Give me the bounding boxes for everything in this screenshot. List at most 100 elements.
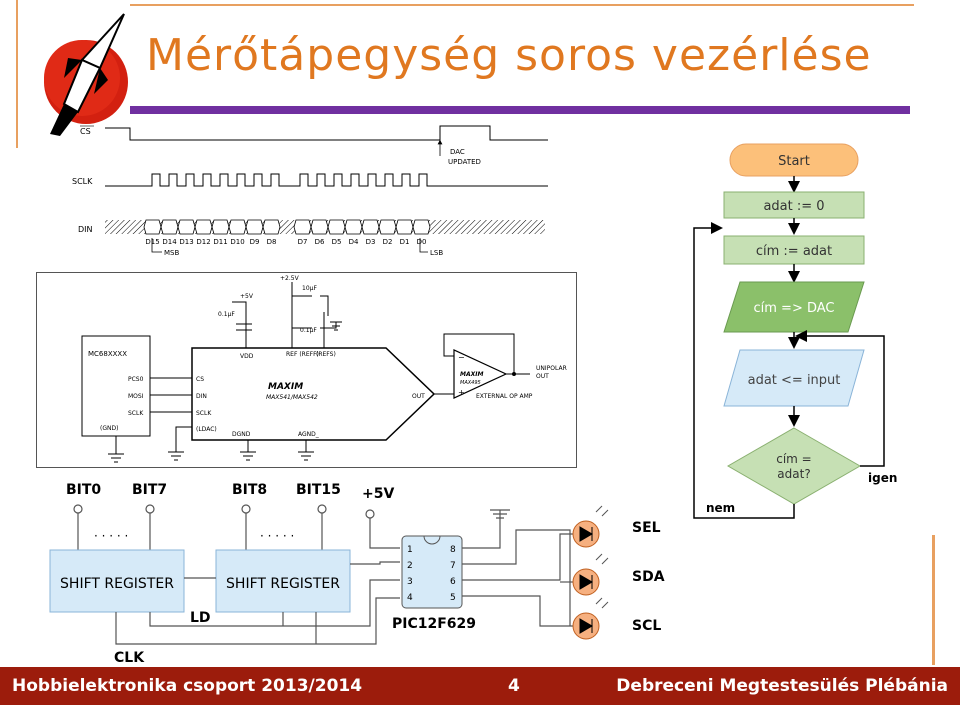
- din-label: DIN: [78, 225, 93, 234]
- din-high-cell-3: [194, 219, 213, 235]
- pic-pin-7: 7: [450, 561, 456, 571]
- mcu-pin-sclk: SCLK: [128, 410, 144, 417]
- din-high-bit-label-6: D9: [250, 238, 260, 246]
- din-high-bit-label-7: D8: [267, 238, 277, 246]
- decision-line2: adat?: [777, 467, 810, 481]
- right-orange-rule: [932, 535, 935, 665]
- cap1-label: 0.1µF: [218, 311, 235, 318]
- led-sda: [572, 568, 600, 596]
- sda-label: SDA: [632, 569, 665, 585]
- decision-cim-adat: [726, 427, 862, 505]
- dac-body: [191, 347, 436, 441]
- dots-2: · · · · ·: [260, 529, 294, 543]
- page-number: 4: [508, 676, 520, 696]
- din-high-cell-7: [262, 219, 281, 235]
- din-high-cell-5: [228, 219, 247, 235]
- din-low-bit-label-6: D1: [400, 238, 410, 246]
- plus25-label: +2.5V: [280, 275, 300, 282]
- pic-pin-1: 1: [407, 545, 413, 555]
- led-sel: [572, 520, 600, 548]
- shift-register-2-label: SHIFT REGISTER: [226, 576, 340, 592]
- dots-1: · · · · ·: [94, 529, 128, 543]
- cap3-label: 0.1µF: [300, 327, 317, 334]
- din-low-bit-label-7: D0: [417, 238, 427, 246]
- mcu-pin-mosi: MOSI: [128, 393, 144, 400]
- din-high-cell-4: [211, 219, 230, 235]
- left-orange-rule: [16, 0, 18, 148]
- ref-label: REF (REFF): [286, 351, 319, 358]
- pic-pin-2: 2: [407, 561, 413, 571]
- din-high-bit-label-1: D14: [162, 238, 177, 246]
- mcu-label: MC68XXXX: [88, 350, 127, 358]
- shift-register-1-label: SHIFT REGISTER: [60, 576, 174, 592]
- dac-pin-cs: CS: [196, 376, 204, 383]
- din-low-cell-5: [378, 219, 397, 235]
- led-scl: [572, 612, 600, 640]
- pic-pin-3: 3: [407, 577, 413, 587]
- opamp-part: MAX495: [460, 380, 481, 386]
- plus5v-label: +5V: [362, 486, 394, 502]
- bit15-label: BIT15: [296, 482, 341, 498]
- no-label: nem: [706, 501, 735, 515]
- din-low-bit-label-0: D7: [298, 238, 308, 246]
- step-cim-adat-label: cím := adat: [756, 244, 832, 259]
- pic-pin-4: 4: [407, 593, 413, 603]
- clk-label: CLK: [114, 650, 145, 666]
- din-low-cell-3: [344, 219, 363, 235]
- rocket-logo: [44, 13, 128, 136]
- ld-label: LD: [190, 610, 211, 626]
- din-low-bit-label-4: D3: [366, 238, 376, 246]
- decision-line1: cím =: [776, 452, 812, 466]
- din-low-bit-label-3: D4: [349, 238, 359, 246]
- din-low-bit-label-5: D2: [383, 238, 393, 246]
- pic-chip: [401, 535, 463, 609]
- din-low-cell-2: [327, 219, 346, 235]
- din-high-bit-label-2: D13: [179, 238, 193, 246]
- lsb-label: LSB: [430, 249, 443, 257]
- step-adat-zero-label: adat := 0: [763, 199, 824, 214]
- scl-label: SCL: [632, 618, 661, 634]
- shift-register-circuit: BIT0 BIT7 BIT8 BIT15 +5V · · · · · · · ·…: [49, 482, 665, 666]
- top-orange-rule: [130, 4, 914, 6]
- shift-register-1: [49, 549, 185, 613]
- start-label: Start: [778, 154, 810, 169]
- bit7-label: BIT7: [132, 482, 167, 498]
- io-cim-dac-label: cím => DAC: [754, 301, 835, 316]
- slide-title: Mérőtápegység soros vezérlése: [146, 30, 872, 81]
- external-opamp-label: EXTERNAL OP AMP: [476, 393, 533, 400]
- cs-label: CS: [80, 127, 91, 136]
- cap2-label: 10µF: [302, 285, 317, 292]
- sclk-label: SCLK: [72, 177, 93, 186]
- svg-text:−: −: [458, 353, 465, 362]
- dac-pin-din: DIN: [196, 393, 207, 400]
- dac-label: DAC: [450, 148, 465, 156]
- flowchart: Start adat := 0 cím := adat cím => DAC a…: [693, 143, 897, 519]
- refs-label: (REFS): [316, 351, 336, 358]
- mcu-pin-gnd: (GND): [100, 425, 118, 432]
- bit0-label: BIT0: [66, 482, 101, 498]
- msb-label: MSB: [164, 249, 179, 257]
- pic-pin-6: 6: [450, 577, 456, 587]
- dac-schematic: MC68XXXX PCS0 MOSI SCLK (GND) CS DIN SCL…: [36, 272, 577, 468]
- bit8-label: BIT8: [232, 482, 267, 498]
- din-high-cell-0: [143, 219, 162, 235]
- din-high-cell-1: [160, 219, 179, 235]
- vdd-label: VDD: [240, 353, 254, 360]
- din-high-cell-2: [177, 219, 196, 235]
- pic-label: PIC12F629: [392, 616, 476, 632]
- pic-pin-5: 5: [450, 593, 456, 603]
- svg-text:+: +: [458, 388, 465, 397]
- footer-bar: Hobbielektronika csoport 2013/2014 4 Deb…: [0, 667, 960, 705]
- io-cim-dac: [723, 281, 865, 333]
- din-low-bit-label-1: D6: [315, 238, 325, 246]
- sel-label: SEL: [632, 520, 661, 536]
- footer-right: Debreceni Megtestesülés Plébánia: [616, 676, 948, 696]
- din-low-cell-0: [293, 219, 312, 235]
- io-adat-input-label: adat <= input: [748, 373, 841, 388]
- din-high-bit-label-3: D12: [196, 238, 210, 246]
- yes-label: igen: [868, 471, 897, 485]
- footer-left: Hobbielektronika csoport 2013/2014: [12, 676, 363, 696]
- pic-pin-8: 8: [450, 545, 456, 555]
- dac-pin-ldac: (LDAC): [196, 426, 217, 433]
